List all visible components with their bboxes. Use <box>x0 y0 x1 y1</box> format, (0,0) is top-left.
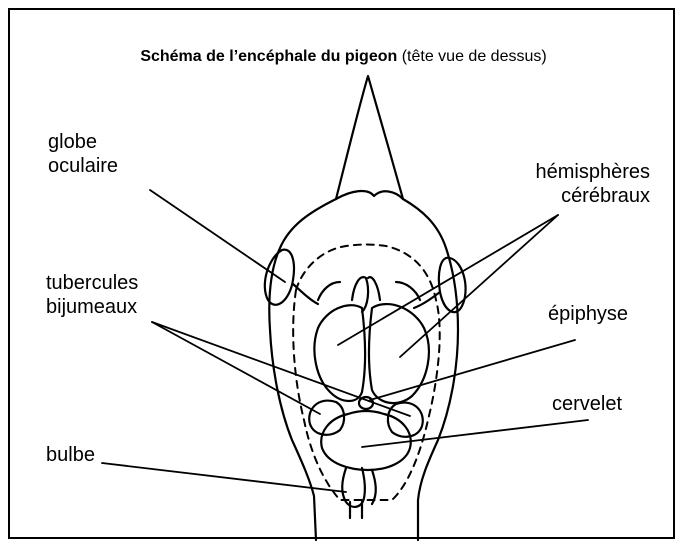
eye-right <box>439 258 466 312</box>
leader-hemi-right <box>400 215 558 357</box>
hemisphere-fold-left <box>318 282 340 300</box>
leader-epiphyse <box>370 340 575 400</box>
beak <box>336 76 403 199</box>
medulla-right <box>372 470 376 504</box>
tubercle-right <box>388 403 423 437</box>
hemisphere-left <box>314 305 365 401</box>
hemisphere-fold-right <box>396 282 420 300</box>
beak-base <box>336 191 403 199</box>
cerebellum <box>321 411 411 470</box>
head-outline-right <box>403 199 458 540</box>
olfactory-right <box>368 277 380 300</box>
leader-hemi-left <box>338 215 558 345</box>
optic-left <box>293 284 318 304</box>
leader-bulbe <box>102 463 346 492</box>
leader-globe <box>150 190 285 282</box>
hemisphere-right <box>369 304 429 403</box>
